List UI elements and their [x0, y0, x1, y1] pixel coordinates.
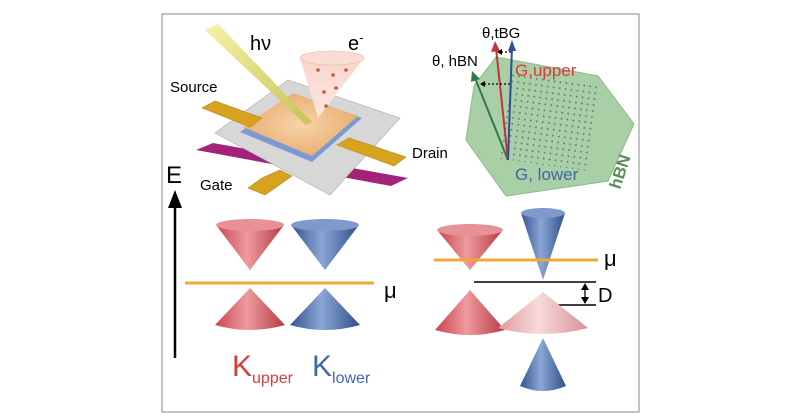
source-label: Source	[170, 79, 218, 96]
k-lower-conduction-cone	[291, 225, 359, 270]
g-lower-vector	[507, 46, 513, 161]
drain-electrode	[336, 137, 407, 167]
band-diagram-ungapped: μ Kupper Klower	[185, 219, 397, 387]
electron-cone-top	[299, 50, 365, 66]
k-lower-valence-cone	[290, 288, 360, 330]
gap-arrow-head-up	[581, 283, 589, 290]
photon-label: hν	[250, 33, 271, 55]
device-schematic: hν e- Source Drain Gate	[170, 24, 448, 196]
drain-label: Drain	[412, 145, 448, 162]
electron-dot	[324, 104, 328, 108]
energy-axis-arrowhead	[168, 190, 182, 208]
sample-flake	[243, 93, 358, 156]
k-lower-conduction-rim	[291, 219, 359, 231]
theta-tbg-arrowhead	[497, 49, 502, 55]
gapped-k-lower-conduction-rim	[521, 208, 565, 218]
theta-hbn-arrowhead	[471, 71, 480, 82]
electron-dot	[316, 68, 320, 72]
electron-dot	[331, 73, 335, 77]
mu-label-left: μ	[384, 278, 397, 303]
gap-arrow-head-down	[581, 297, 589, 304]
gate-electrode	[247, 169, 293, 196]
k-upper-valence-cone	[215, 288, 285, 330]
photon-beam	[205, 24, 312, 125]
energy-axis: E	[166, 162, 182, 358]
electron-label: e-	[348, 30, 363, 55]
g-upper-label: G,upper	[515, 61, 577, 80]
k-upper-conduction-cone	[216, 225, 284, 270]
k-upper-label: Kupper	[232, 350, 294, 387]
gapped-k-lower-deep-cone	[520, 338, 566, 391]
gapped-k-lower-valence-cone	[498, 292, 588, 334]
mu-label-right: μ	[604, 246, 617, 271]
source-electrode	[201, 100, 263, 128]
gap-label: D	[598, 285, 612, 307]
electron-dot	[334, 86, 338, 90]
theta-hbn-vector	[474, 77, 509, 161]
gate-label: Gate	[200, 177, 233, 194]
electron-dot	[344, 68, 348, 72]
gapped-k-upper-valence-cone	[435, 290, 505, 335]
g-lower-label: G, lower	[515, 165, 579, 184]
theta-tbg-label: θ,tBG	[482, 25, 520, 42]
g-upper-arrowhead	[491, 41, 500, 52]
gapped-k-upper-conduction-rim	[437, 224, 503, 236]
lattice-diagram: θ,tBG θ, hBN G,upper G, lower hBN	[432, 25, 635, 197]
g-upper-vector	[495, 47, 509, 161]
electron-cone	[300, 58, 364, 118]
electron-dot	[322, 90, 326, 94]
theta-hbn-arc-arrowhead	[480, 81, 485, 87]
energy-axis-label: E	[166, 162, 182, 189]
gapped-k-upper-conduction-cone	[437, 230, 503, 270]
moire-lattice	[499, 71, 599, 171]
k-upper-conduction-rim	[216, 219, 284, 231]
gapped-k-lower-conduction-cone	[521, 213, 565, 280]
g-lower-arrowhead	[508, 40, 516, 51]
band-diagram-gapped: μ D	[434, 208, 617, 391]
theta-hbn-label: θ, hBN	[432, 53, 478, 70]
k-lower-label: Klower	[312, 350, 371, 387]
